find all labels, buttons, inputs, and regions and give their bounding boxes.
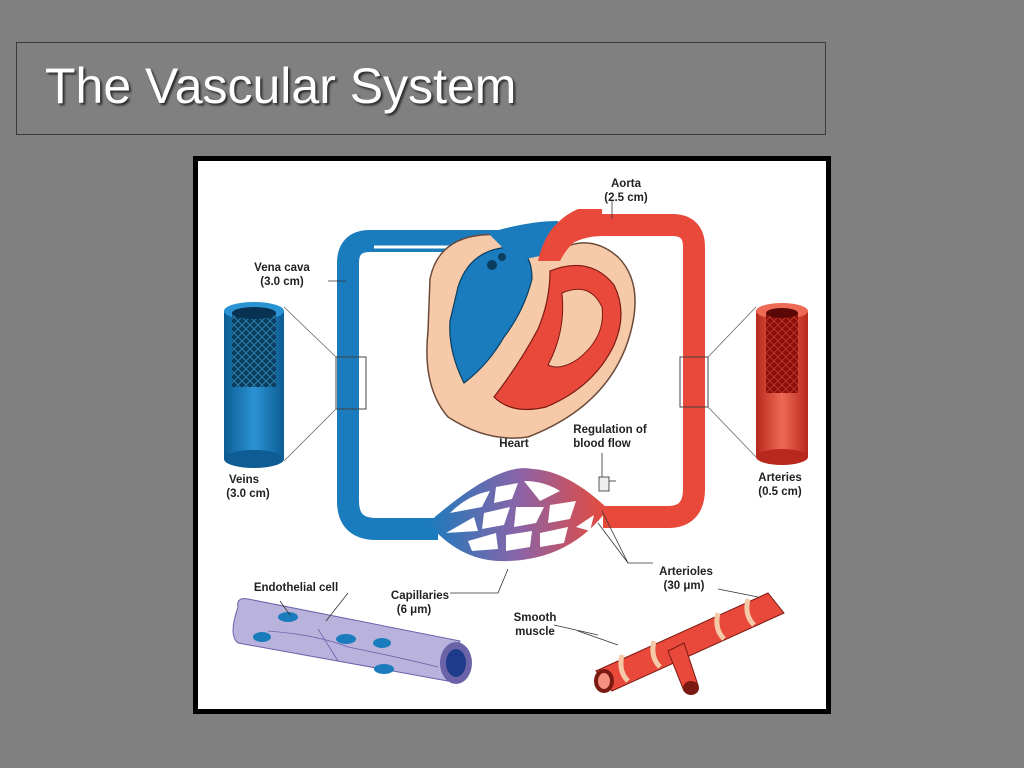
artery-zoom-box — [679, 356, 709, 408]
title-box: The Vascular System — [16, 42, 826, 135]
label-regulation-line1: Regulation of — [573, 424, 647, 436]
label-arteries-size: (0.5 cm) — [758, 486, 802, 498]
slide-title: The Vascular System — [45, 58, 517, 114]
diagram-canvas: Aorta (2.5 cm) Vena cava (3.0 cm) Heart … — [198, 161, 826, 709]
vein-zoom-box — [335, 356, 367, 410]
label-veins-size: (3.0 cm) — [226, 488, 270, 500]
label-aorta-size: (2.5 cm) — [604, 192, 648, 204]
label-arterioles-size: (30 μm) — [664, 580, 705, 592]
label-aorta: Aorta — [611, 178, 642, 190]
label-smooth: Smooth — [514, 612, 557, 624]
label-endothelial-cell: Endothelial cell — [254, 582, 338, 594]
label-veins: Veins — [229, 474, 259, 486]
capillary-tube — [232, 598, 472, 684]
vascular-diagram: Aorta (2.5 cm) Vena cava (3.0 cm) Heart … — [193, 156, 831, 714]
label-capillaries: Capillaries — [391, 590, 449, 602]
label-capillaries-size: (6 μm) — [397, 604, 432, 616]
arteriole-tube — [594, 592, 785, 695]
label-arterioles: Arterioles — [659, 566, 713, 578]
label-vena-cava-size: (3.0 cm) — [260, 276, 304, 288]
capillary-gaps — [446, 481, 594, 551]
heart — [426, 209, 636, 439]
vena-cava-vessel — [337, 230, 498, 540]
flow-regulator-icon — [598, 476, 610, 492]
label-muscle: muscle — [515, 626, 555, 638]
label-vena-cava: Vena cava — [254, 262, 310, 274]
vein-tube — [224, 302, 284, 468]
label-arteries: Arteries — [758, 472, 801, 484]
label-regulation-line2: blood flow — [573, 438, 631, 450]
label-heart: Heart — [499, 438, 529, 450]
leader-lines — [279, 201, 759, 646]
artery-tube — [756, 303, 808, 465]
